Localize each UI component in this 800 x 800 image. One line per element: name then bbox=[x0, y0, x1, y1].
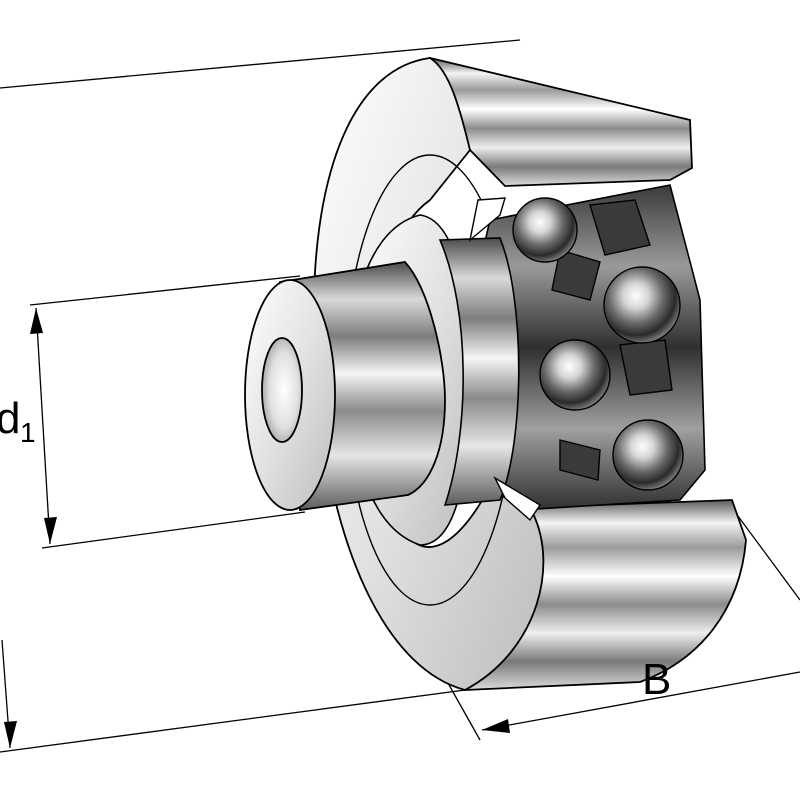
outer-arrow-bottom bbox=[4, 721, 17, 748]
cage-pocket-4 bbox=[559, 439, 601, 481]
ball-1 bbox=[512, 197, 578, 263]
ball-4 bbox=[612, 419, 684, 491]
label-d: d bbox=[0, 394, 20, 443]
d1-top-extension-line bbox=[29, 275, 301, 306]
d1-bottom-extension-line bbox=[41, 511, 306, 549]
label-b: B bbox=[642, 655, 671, 704]
cage bbox=[551, 199, 673, 481]
b-right-extension-line bbox=[731, 507, 800, 601]
d1-dimension-line bbox=[35, 307, 51, 545]
cage-pocket-3 bbox=[551, 249, 601, 301]
inner-ring-step bbox=[438, 237, 520, 506]
ball-3 bbox=[539, 339, 611, 411]
d1-arrow-top bbox=[30, 308, 43, 334]
b-arrow-left bbox=[482, 719, 510, 733]
d1-arrow-bottom bbox=[44, 517, 57, 544]
dimension-arrows bbox=[4, 308, 510, 748]
seal-clips bbox=[468, 197, 541, 522]
shaft-bore bbox=[261, 337, 303, 443]
outer-bottom-extension-line bbox=[0, 689, 466, 753]
outer-ring bbox=[312, 56, 747, 692]
label-d-subscript: 1 bbox=[20, 417, 36, 448]
balls bbox=[512, 197, 684, 491]
cage-pocket-1 bbox=[589, 199, 651, 256]
dimension-labels: d 1 B bbox=[0, 394, 671, 704]
cage-pocket-2 bbox=[619, 339, 673, 396]
outer-ring-cylinder bbox=[428, 56, 693, 187]
outer-top-extension-line bbox=[0, 39, 521, 89]
seal-clip-bottom bbox=[493, 476, 541, 522]
b-dimension-line bbox=[481, 671, 800, 731]
stud-shaft bbox=[244, 261, 446, 512]
seal-clip-top bbox=[468, 197, 506, 242]
ball-2 bbox=[603, 266, 681, 344]
